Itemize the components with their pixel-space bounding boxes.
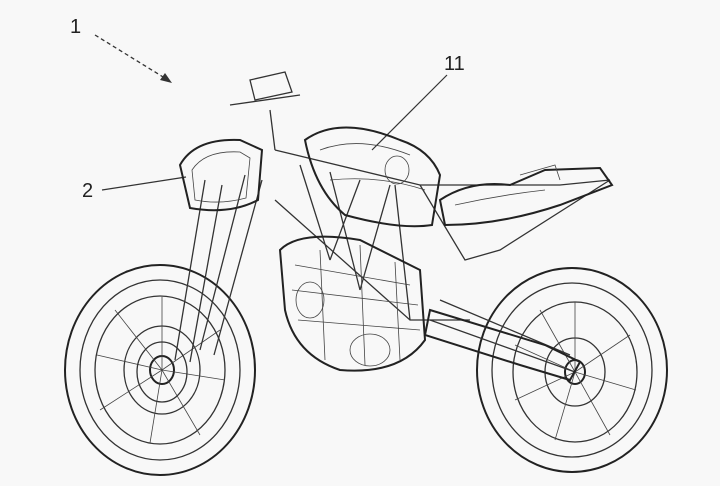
trellis-frame bbox=[274, 149, 611, 373]
arrowhead-1 bbox=[160, 73, 172, 83]
front-wheel bbox=[64, 264, 256, 476]
leader-line-2 bbox=[101, 176, 187, 191]
reference-label-2: 2 bbox=[82, 180, 94, 202]
reference-label-11: 11 bbox=[444, 53, 465, 75]
swingarm bbox=[423, 308, 582, 382]
leader-arrow-1 bbox=[94, 34, 169, 81]
front-brake-disc bbox=[136, 341, 188, 403]
leader-line-11 bbox=[371, 74, 448, 151]
headlight-fairing bbox=[178, 138, 264, 212]
seat bbox=[438, 166, 614, 227]
engine bbox=[278, 235, 427, 372]
rear-wheel bbox=[476, 267, 668, 473]
reference-label-1: 1 bbox=[70, 16, 82, 38]
front-fork bbox=[174, 174, 263, 363]
fuel-tank bbox=[303, 126, 442, 228]
handlebar bbox=[229, 71, 301, 151]
